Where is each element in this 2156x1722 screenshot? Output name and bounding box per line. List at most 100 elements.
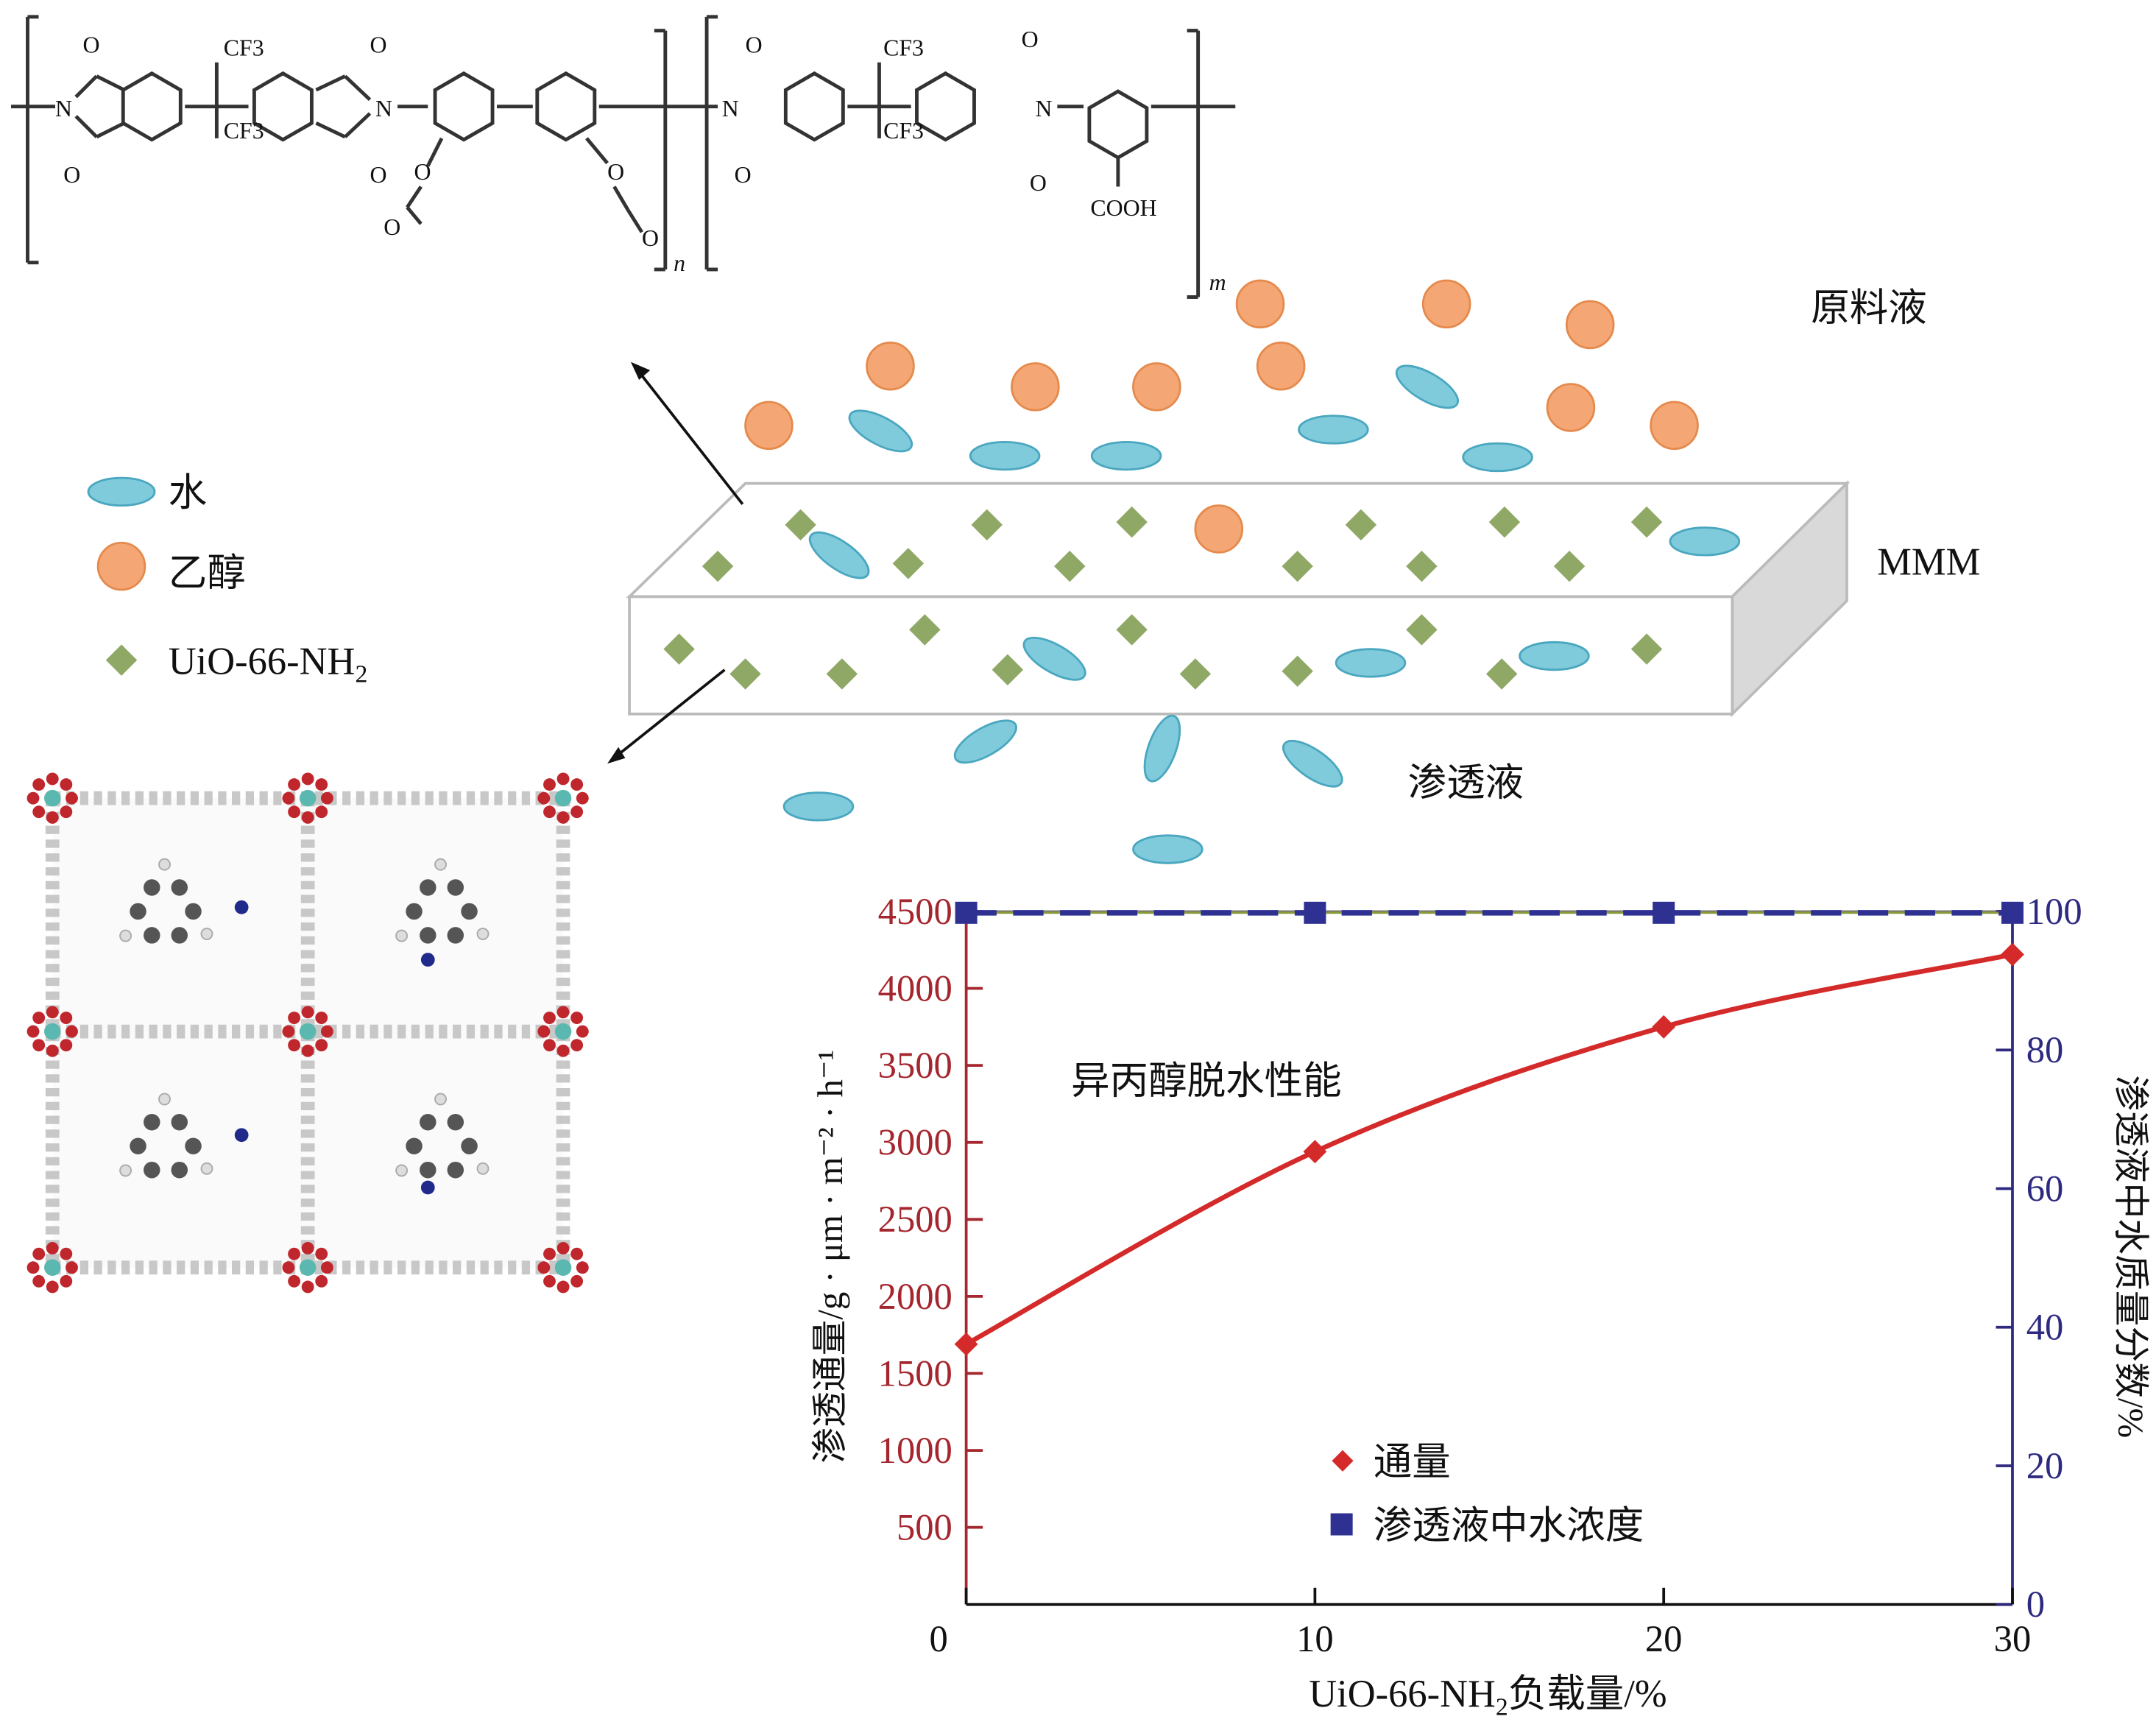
uio66-particle	[1116, 506, 1148, 538]
uio66-particle	[1054, 550, 1086, 582]
oxygen-atom	[32, 805, 46, 819]
oxygen-atom	[46, 1044, 59, 1057]
oxygen-atom	[556, 1044, 570, 1057]
ethanol-molecule	[1132, 362, 1181, 412]
water-series-marker	[1653, 901, 1675, 924]
uio66-particle	[992, 654, 1024, 686]
benzene-ring	[433, 71, 495, 142]
ethanol-molecule	[1546, 383, 1596, 432]
ethanol-molecule	[1421, 279, 1471, 329]
water-series-marker	[2001, 901, 2024, 924]
oxygen-label: O	[384, 214, 400, 240]
oxygen-label: O	[370, 162, 387, 188]
oxygen-atom	[320, 1025, 333, 1038]
legend-uio-label: UiO-66-NH2	[169, 640, 368, 688]
uio66-particle	[1282, 550, 1313, 582]
y-left-tick-label: 2500	[878, 1199, 952, 1240]
bond-line	[344, 112, 372, 138]
nitrogen-label: N	[375, 96, 392, 121]
oxygen-atom	[570, 778, 584, 791]
hydrogen-atom	[158, 858, 171, 871]
subscript-n: n	[674, 250, 685, 276]
oxygen-label: O	[735, 162, 752, 188]
oxygen-atom	[282, 1261, 295, 1274]
cf3-label: CF3	[883, 118, 924, 144]
zirconium-atom	[554, 1023, 572, 1040]
feed-label: 原料液	[1811, 286, 1927, 329]
benzene-ring	[915, 71, 976, 142]
nitrogen-label: N	[722, 96, 739, 121]
oxygen-atom	[288, 1247, 301, 1260]
oxygen-label: O	[63, 162, 80, 188]
y-left-tick-label: 3500	[878, 1045, 952, 1086]
benzene-ring	[252, 71, 314, 142]
uio66-particle	[1406, 550, 1438, 582]
zirconium-atom	[554, 1259, 572, 1276]
oxygen-atom	[556, 1280, 570, 1294]
oxygen-atom	[288, 805, 301, 819]
oxygen-atom	[26, 791, 40, 805]
bond-line	[344, 74, 372, 102]
cooh-label: COOH	[1090, 195, 1156, 221]
cf3-label: CF3	[224, 118, 264, 144]
benzene-ring	[1087, 89, 1149, 160]
oxygen-atom	[570, 805, 584, 819]
uio66-particle	[1179, 658, 1212, 690]
oxygen-label: O	[370, 32, 387, 58]
oxygen-atom	[288, 1039, 301, 1052]
y-right-tick-label: 80	[2026, 1029, 2064, 1070]
hydrogen-atom	[395, 1164, 409, 1177]
flux-series-line	[965, 952, 2013, 1347]
membrane-diagram: 原料液 MMM 渗透液	[607, 279, 1980, 864]
uio66-particle	[1345, 509, 1377, 541]
uio66-particle	[701, 550, 734, 582]
hydrogen-atom	[434, 1093, 447, 1106]
oxygen-atom	[288, 1274, 301, 1288]
zirconium-atom	[44, 1259, 61, 1276]
water-molecule	[848, 409, 913, 453]
oxygen-atom	[556, 811, 570, 824]
hydrogen-atom	[395, 929, 409, 942]
y-right-tick-label: 60	[2026, 1168, 2064, 1209]
y-right-tick-label: 20	[2026, 1445, 2064, 1486]
carbon-atom	[420, 879, 436, 896]
carbon-atom	[447, 927, 464, 944]
uio-icon	[105, 644, 138, 676]
chart: 异丙醇脱水性能 50010001500200025003000350040004…	[810, 891, 2151, 1721]
ethanol-molecule	[1650, 400, 1699, 451]
hydrogen-atom	[119, 929, 132, 942]
ethanol-molecule	[1565, 300, 1615, 350]
carbon-atom	[420, 1113, 436, 1131]
hydrogen-atom	[434, 858, 447, 871]
hydrogen-atom	[200, 928, 213, 940]
ethanol-molecule	[1194, 504, 1244, 554]
bond-line	[406, 206, 423, 225]
oxygen-atom	[556, 1242, 570, 1255]
oxygen-atom	[320, 791, 333, 805]
oxygen-label: O	[1030, 170, 1047, 196]
ethanol-molecule	[1256, 341, 1306, 391]
uio66-particle	[826, 658, 858, 690]
water-molecule	[782, 791, 855, 822]
membrane-label: MMM	[1877, 540, 1980, 583]
y-right-tick-label: 100	[2026, 891, 2082, 932]
legend-water-label: 水	[169, 472, 208, 515]
oxygen-atom	[570, 1012, 584, 1024]
carbon-atom	[144, 927, 160, 944]
oxygen-atom	[66, 1025, 78, 1038]
water-molecule	[953, 719, 1017, 764]
oxygen-atom	[315, 1012, 328, 1024]
arrow-to-structure	[636, 369, 744, 505]
oxygen-atom	[537, 1261, 551, 1274]
carbon-atom	[185, 903, 202, 920]
x-tick-label: 10	[1296, 1618, 1334, 1659]
arrowhead-icon	[630, 361, 651, 381]
oxygen-atom	[46, 1006, 59, 1019]
bond-line	[585, 137, 609, 165]
nitrogen-atom	[420, 1180, 435, 1195]
uio66-particle	[971, 509, 1003, 541]
water-molecule	[1519, 641, 1590, 671]
oxygen-atom	[543, 805, 556, 819]
oxygen-atom	[537, 791, 551, 805]
